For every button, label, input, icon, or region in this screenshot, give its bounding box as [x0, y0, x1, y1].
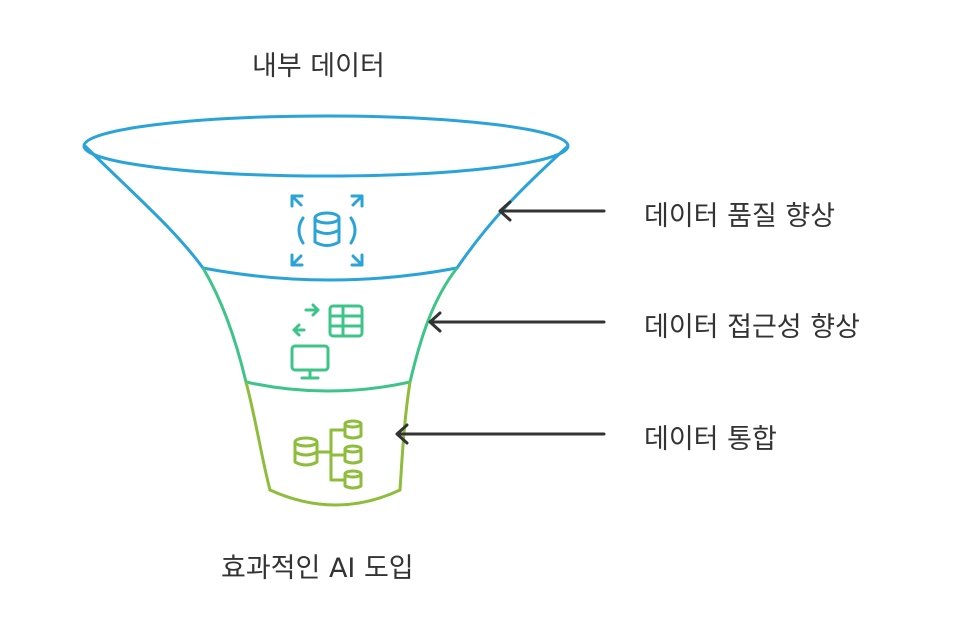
funnel-segment-integration [244, 381, 412, 507]
table-monitor-sync-icon [290, 303, 364, 380]
top-label: 내부 데이터 [252, 51, 385, 82]
bottom-label: 효과적인 AI 도입 [221, 553, 414, 584]
arrow-access [428, 311, 606, 333]
stage-label-quality: 데이터 품질 향상 [644, 201, 836, 232]
funnel-rim [82, 114, 570, 178]
arrow-quality [498, 200, 606, 222]
database-hierarchy-icon [293, 419, 363, 490]
arrow-integration [395, 423, 606, 445]
stage-label-access: 데이터 접근성 향상 [644, 312, 860, 343]
database-expand-icon [290, 194, 364, 267]
funnel-segment-access [201, 267, 459, 393]
stage-label-integration: 데이터 통합 [644, 424, 777, 455]
